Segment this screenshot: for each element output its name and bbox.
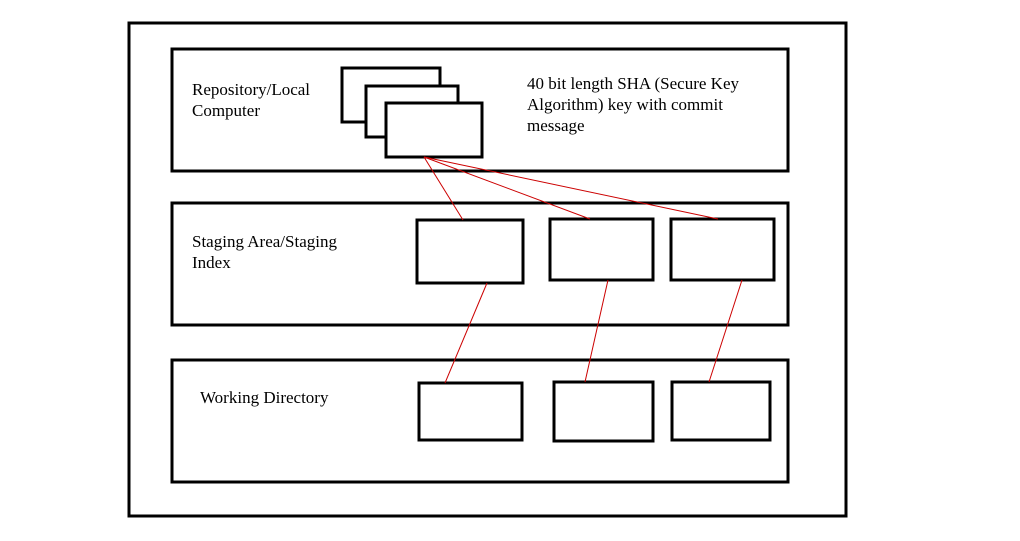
- commit-box-3: [384, 101, 484, 159]
- connector-commit-staging-3: [423, 156, 719, 220]
- repository-layer-label: Repository/Local Computer: [192, 80, 311, 120]
- connector-staging-working-1: [444, 282, 488, 384]
- staging-file-box-3: [669, 217, 776, 282]
- connector-staging-working-3: [708, 279, 743, 383]
- staging-layer-label: Staging Area/Staging Index: [192, 232, 337, 272]
- connector-staging-working-2: [584, 279, 609, 383]
- working-layer-box: [170, 358, 790, 484]
- working-layer-label: Working Directory: [200, 388, 329, 407]
- outer-frame: [127, 21, 848, 518]
- working-file-box-3: [670, 380, 772, 442]
- connector-commit-staging-1: [423, 156, 464, 221]
- staging-layer-box: [170, 201, 790, 327]
- connector-commit-staging-2: [423, 156, 591, 220]
- repository-layer-box: [170, 47, 790, 173]
- working-file-box-1: [417, 381, 524, 442]
- working-file-box-2: [552, 380, 655, 443]
- commit-key-note: 40 bit length SHA (Secure Key Algorithm)…: [527, 74, 739, 135]
- staging-file-box-1: [415, 218, 525, 285]
- staging-file-box-2: [548, 217, 655, 282]
